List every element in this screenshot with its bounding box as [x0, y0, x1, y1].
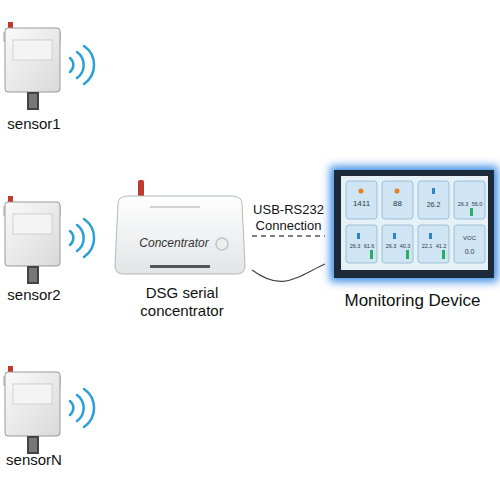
- sensor-node: sensorN: [2, 360, 66, 470]
- screen-reading: 26.3: [348, 244, 362, 250]
- sensor-node: sensor1: [2, 15, 66, 135]
- monitor-device: [330, 166, 498, 282]
- screen-reading: 40.3: [398, 244, 412, 250]
- screen-reading: 56.0: [470, 202, 484, 208]
- concentrator-device: [115, 180, 245, 274]
- screen-reading: 26.3: [456, 202, 470, 208]
- screen-reading: 26.2: [420, 201, 448, 208]
- sensor-device: [3, 22, 61, 110]
- sensor-device: [3, 366, 61, 454]
- monitor-node: Monitoring Device: [325, 160, 500, 322]
- node-caption: sensor2: [2, 286, 66, 304]
- sensor-device: [3, 196, 61, 284]
- screen-reading: 0.0: [456, 248, 484, 255]
- dashed-connection: [252, 235, 325, 236]
- screen-reading: 41.2: [434, 244, 448, 250]
- wireless-waves: [70, 46, 94, 427]
- screen-reading: 26.3: [384, 244, 398, 250]
- sensor-node: sensor2: [2, 190, 66, 305]
- screen-reading: VOC: [456, 235, 484, 241]
- node-caption: DSG serial concentrator: [112, 284, 252, 320]
- connection-label: USB-RS232 Connection: [248, 202, 330, 235]
- node-caption: sensor1: [2, 115, 66, 133]
- concentrator-node: ConcentratorDSG serial concentrator: [112, 190, 252, 330]
- screen-reading: 61.6: [362, 244, 376, 250]
- device-brand-text: Concentrator: [124, 236, 224, 250]
- node-caption: sensorN: [2, 451, 66, 469]
- screen-reading: 22.1: [420, 244, 434, 250]
- cable-wire: [252, 264, 325, 281]
- node-caption: Monitoring Device: [325, 291, 500, 311]
- screen-reading: 1411: [348, 200, 376, 208]
- screen-reading: 88: [384, 200, 412, 208]
